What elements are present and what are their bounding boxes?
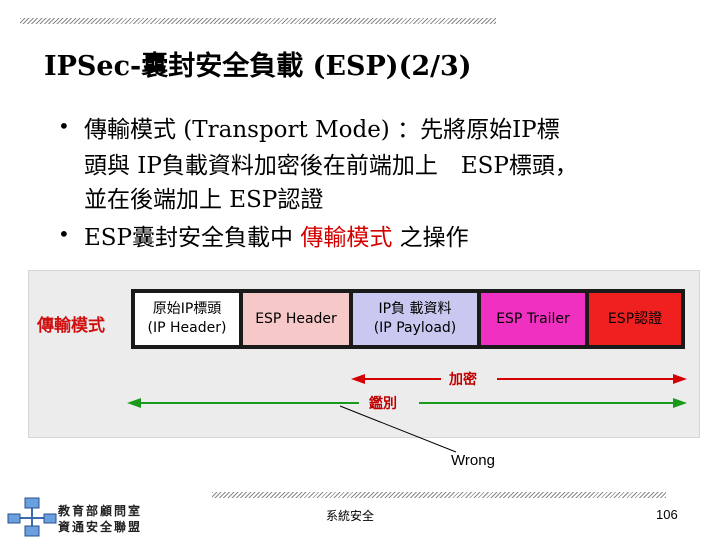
logo-line-1: 教育部顧問室 (58, 504, 143, 518)
esp-transport-diagram: 傳輸模式 原始IP標頭 (IP Header) ESP Header IP負 載… (28, 270, 700, 438)
segment-esp-header-label: ESP Header (255, 310, 337, 327)
segment-ip-header-line1: 原始IP標頭 (152, 301, 222, 317)
auth-arrow (127, 398, 687, 408)
segment-ip-payload: IP負 載資料 (IP Payload) (353, 293, 477, 345)
network-logo-icon (7, 497, 57, 537)
slide-title: IPSec-囊封安全負載 (ESP)(2/3) (44, 51, 472, 82)
bullet-1-line-2: 頭與 IP負載資料加密後在前端加上 ESP標頭， (84, 153, 578, 179)
segment-esp-header: ESP Header (243, 293, 349, 345)
mode-label: 傳輸模式 (37, 316, 105, 336)
bullet-dot: • (58, 222, 70, 246)
segment-esp-trailer-label: ESP Trailer (496, 310, 570, 327)
top-hatch-divider (20, 18, 496, 24)
segment-ip-header-line2: (IP Header) (147, 320, 227, 336)
segment-esp-trailer: ESP Trailer (481, 293, 585, 345)
wrong-annotation: Wrong (451, 452, 495, 469)
bullet-1-line-3: 並在後端加上 ESP認證 (84, 187, 324, 213)
arrows-layer (127, 374, 687, 408)
bullet-dot: • (58, 114, 70, 138)
bullet-2-line: ESP囊封安全負載中 傳輸模式 之操作 (84, 218, 469, 252)
footer-course-title: 系統安全 (326, 509, 375, 523)
segment-esp-auth: ESP認證 (589, 293, 681, 345)
bullet-2-highlight: 傳輸模式 (300, 225, 393, 251)
encrypt-arrow (351, 374, 687, 384)
logo-line-2: 資通安全聯盟 (58, 520, 143, 534)
encrypt-label: 加密 (449, 372, 477, 388)
segment-esp-auth-label: ESP認證 (607, 310, 663, 327)
page-number: 106 (656, 507, 678, 522)
segment-ip-payload-line1: IP負 載資料 (378, 301, 452, 317)
segment-ip-payload-line2: (IP Payload) (373, 320, 457, 336)
segment-ip-header: 原始IP標頭 (IP Header) (135, 293, 239, 345)
auth-label: 鑑別 (369, 396, 397, 412)
bullet-1-line-1: 傳輸模式 (Transport Mode) ：先將原始IP標 (84, 117, 560, 143)
bottom-hatch-divider (212, 492, 666, 498)
packet-strip: 原始IP標頭 (IP Header) ESP Header IP負 載資料 (I… (131, 289, 685, 349)
bullet-2-prefix: ESP囊封安全負載中 (84, 225, 301, 251)
bullet-2-suffix: 之操作 (392, 225, 469, 251)
